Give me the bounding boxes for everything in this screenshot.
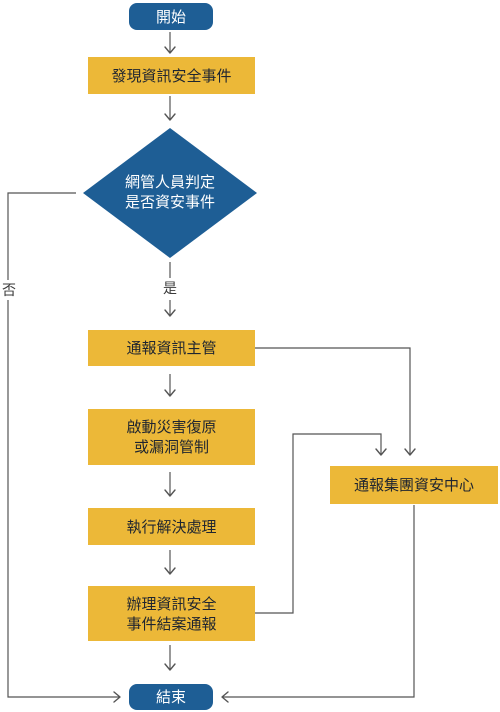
no-edge-label: 否	[0, 283, 18, 299]
connector-manager-groupcenter	[255, 347, 411, 455]
arrowhead-end-right	[221, 691, 229, 703]
group-security-center-label: 通報集團資安中心	[353, 476, 474, 494]
notify-manager-label: 通報資訊主管	[126, 339, 217, 357]
detect-incident-box: 發現資訊安全事件	[88, 57, 255, 94]
group-security-center-box: 通報集團資安中心	[330, 466, 498, 504]
connector-decision-no-upper	[7, 192, 76, 280]
recovery-line-1: 啟動災害復原	[126, 418, 217, 436]
notify-manager-box: 通報資訊主管	[88, 330, 255, 366]
report-box: 辦理資訊安全 事件結案通報	[88, 586, 255, 641]
report-line-2: 事件結案通報	[126, 614, 217, 633]
start-terminal: 開始	[129, 3, 213, 30]
arrowhead-resolve	[164, 489, 176, 497]
detect-incident-label: 發現資訊安全事件	[111, 66, 232, 85]
yes-edge-label: 是	[160, 281, 180, 297]
decision-diamond	[83, 128, 257, 258]
arrowhead-end-left	[113, 691, 121, 703]
recovery-box: 啟動災害復原 或漏洞管制	[88, 409, 255, 465]
arrowhead-end-top	[164, 663, 176, 671]
decision-text: 網管人員判定 是否資安事件	[95, 166, 245, 218]
arrowhead-report	[164, 567, 176, 575]
resolve-label: 執行解決處理	[126, 517, 217, 536]
arrowhead-groupcenter-b	[375, 448, 387, 456]
connector-decision-no-lower	[7, 300, 120, 698]
decision-line-2: 是否資安事件	[124, 193, 215, 211]
arrowhead-decision	[164, 113, 176, 121]
arrowhead-groupcenter-a	[404, 448, 416, 456]
start-label: 開始	[155, 7, 186, 26]
resolve-box: 執行解決處理	[88, 508, 255, 545]
connector-report-groupcenter	[255, 433, 382, 614]
connector-groupcenter-end	[222, 505, 415, 698]
arrowhead-detect	[164, 46, 176, 54]
arrowhead-recovery	[164, 389, 176, 397]
arrowhead-notify-manager	[164, 309, 176, 317]
decision-line-1: 網管人員判定	[124, 173, 215, 191]
end-terminal: 結束	[129, 684, 213, 710]
report-line-1: 辦理資訊安全	[126, 594, 217, 613]
recovery-line-2: 或漏洞管制	[133, 438, 209, 456]
end-label: 結束	[155, 688, 186, 706]
